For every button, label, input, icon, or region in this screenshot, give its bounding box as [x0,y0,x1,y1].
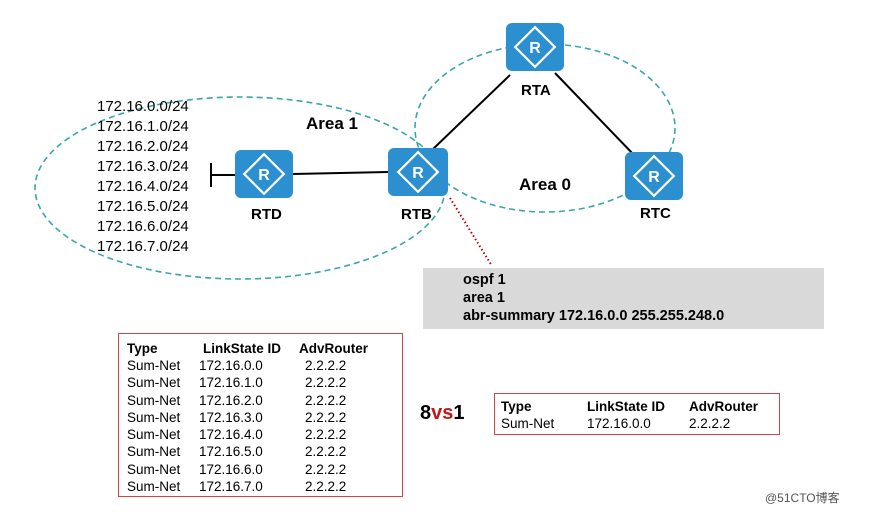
router-rta-icon: R [506,23,564,71]
prefix-list: 172.16.0.0/24 172.16.1.0/24 172.16.2.0/2… [97,98,189,255]
cell-linkstate-id: 172.16.0.0 [587,416,651,431]
cell-advrouter: 2.2.2.2 [305,375,347,391]
cell-type: Sum-Net [127,392,181,408]
cell-type: Sum-Net [127,461,181,477]
table-row: Sum-Net 172.16.4.0 2.2.2.2 [127,426,379,443]
cell-linkstate-id: 172.16.2.0 [199,392,263,408]
count-before: 8 [420,402,432,424]
vs-text: vs [431,402,454,424]
col-type-header: Type [501,399,532,414]
summary-pointer [449,197,493,267]
table-row: Sum-Net 172.16.3.0 2.2.2.2 [127,409,379,426]
cell-advrouter: 2.2.2.2 [305,358,347,373]
router-rtb-label: RTB [401,206,432,223]
router-rtc-icon: R [625,152,683,200]
cell-linkstate-id: 172.16.5.0 [199,444,263,460]
cell-advrouter: 2.2.2.2 [305,409,347,425]
cell-type: Sum-Net [501,416,555,431]
prefix-item: 172.16.4.0/24 [97,178,189,195]
lsdb-after-table: Type LinkState ID AdvRouter Sum-Net 172.1… [501,398,779,432]
prefix-item: 172.16.1.0/24 [97,118,189,135]
cell-advrouter: 2.2.2.2 [689,416,731,431]
cell-type: Sum-Net [127,444,181,460]
lsdb-before-table: Type LinkState ID AdvRouter Sum-Net 172.1… [127,340,379,495]
router-rta-label: RTA [521,82,551,99]
cell-linkstate-id: 172.16.3.0 [199,409,263,425]
prefix-item: 172.16.3.0/24 [97,158,189,175]
col-linkstate-id-header: LinkState ID [587,399,666,414]
count-after: 1 [453,402,465,424]
lsdb-before-summary: Type LinkState ID AdvRouter Sum-Net 172.1… [118,333,403,497]
config-line-abr-summary: abr-summary 172.16.0.0 255.255.248.0 [463,308,725,324]
table-row: Sum-Net 172.16.7.0 2.2.2.2 [127,478,379,495]
cell-linkstate-id: 172.16.7.0 [199,479,263,495]
router-rtc-label: RTC [640,205,671,222]
cell-type: Sum-Net [127,409,181,425]
prefix-item: 172.16.6.0/24 [97,218,189,235]
prefix-item: 172.16.2.0/24 [97,138,189,155]
svg-text:R: R [648,169,660,186]
cell-advrouter: 2.2.2.2 [305,479,347,495]
table-row: Sum-Net 172.16.5.0 2.2.2.2 [127,443,379,460]
cell-advrouter: 2.2.2.2 [305,461,347,477]
cell-linkstate-id: 172.16.1.0 [199,375,263,391]
cell-type: Sum-Net [127,358,181,373]
prefix-item: 172.16.0.0/24 [97,98,189,115]
table-row: Sum-Net 172.16.6.0 2.2.2.2 [127,461,379,478]
cell-type: Sum-Net [127,375,181,391]
col-linkstate-id-header: LinkState ID [203,341,282,356]
svg-text:R: R [258,167,270,184]
prefix-item: 172.16.7.0/24 [97,238,189,255]
router-rtb-icon: R [388,148,448,196]
router-rtd-icon: R [235,150,293,198]
svg-text:R: R [412,165,424,182]
table-row: Sum-Net 172.16.0.0 2.2.2.2 [127,357,379,374]
cell-advrouter: 2.2.2.2 [305,444,347,460]
watermark: @51CTO博客 [765,491,840,505]
cell-advrouter: 2.2.2.2 [305,427,347,443]
link-rtb-rta [431,74,511,151]
cell-type: Sum-Net [127,427,181,443]
svg-text:R: R [529,40,541,57]
col-type-header: Type [127,341,158,356]
area0-label: Area 0 [519,175,571,194]
cell-type: Sum-Net [127,479,181,495]
router-rtd-label: RTD [251,206,282,223]
config-line-area: area 1 [463,290,505,306]
prefix-item: 172.16.5.0/24 [97,198,189,215]
lsdb-after-summary: Type LinkState ID AdvRouter Sum-Net 172.1… [494,393,780,435]
col-advrouter-header: AdvRouter [299,341,369,356]
area0-boundary [414,43,676,213]
link-rta-rtc [554,72,635,156]
area1-label: Area 1 [306,114,358,133]
abr-summary-config: ospf 1 area 1 abr-summary 172.16.0.0 255… [423,268,824,329]
table-row: Sum-Net 172.16.1.0 2.2.2.2 [127,374,379,391]
comparison-label: 8vs1 [420,402,465,425]
col-advrouter-header: AdvRouter [689,399,759,414]
table-header-row: Type LinkState ID AdvRouter [501,398,779,415]
table-header-row: Type LinkState ID AdvRouter [127,340,379,357]
cell-advrouter: 2.2.2.2 [305,392,347,408]
config-line-ospf: ospf 1 [463,272,506,288]
cell-linkstate-id: 172.16.6.0 [199,461,263,477]
table-row: Sum-Net 172.16.0.0 2.2.2.2 [501,415,779,432]
table-row: Sum-Net 172.16.2.0 2.2.2.2 [127,392,379,409]
link-rtd-rtb [292,171,389,175]
cell-linkstate-id: 172.16.0.0 [199,358,263,373]
cell-linkstate-id: 172.16.4.0 [199,427,263,443]
